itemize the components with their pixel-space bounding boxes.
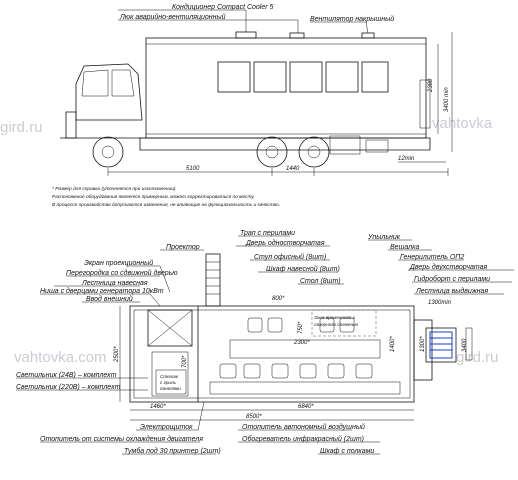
label-tumba: Тумба под 30 принтер (2шт) xyxy=(124,447,221,455)
dim-750: 750* xyxy=(298,321,304,334)
dim-700: 700* xyxy=(182,355,188,368)
zone-label: Зона временного и xyxy=(314,315,356,320)
note-line: * Размер для справки (уточняется при изг… xyxy=(52,186,176,192)
label-conditioner: Кондиционер Compact Cooler 5 xyxy=(172,3,274,11)
label-niche: Ниша с дверцами генератора 10кВт xyxy=(40,287,164,295)
dim-1300: 1300* xyxy=(420,336,426,352)
dim-clearance: 12min xyxy=(398,156,415,162)
chair xyxy=(355,363,373,379)
wheel xyxy=(92,136,124,168)
dim-8500: 8500* xyxy=(246,414,262,420)
chassis-frame xyxy=(139,137,431,151)
hatch-unit xyxy=(289,32,305,39)
dim-6840: 6840* xyxy=(298,404,314,410)
chair xyxy=(339,317,355,333)
window xyxy=(253,61,287,93)
watermark-bottom-right: gird.ru xyxy=(456,349,499,366)
zone-label: лазерного слежения xyxy=(313,322,359,327)
label-door2: Дверь двухстворчатая xyxy=(409,263,488,271)
label-ladder2: Лестница выдвижная xyxy=(415,287,488,295)
label-handrail: Упыльник xyxy=(367,234,401,241)
drawing-notes: * Размер для справки (уточняется при изг… xyxy=(52,186,280,208)
chair xyxy=(319,317,335,333)
window xyxy=(289,61,323,93)
label-chair: Стул офисный (8шт) xyxy=(254,253,326,261)
label-table: Стол (8шт) xyxy=(300,278,341,285)
label-board: Гидроборт с перилами xyxy=(414,275,490,283)
dim-length: 5100 xyxy=(186,166,200,172)
label-heater-air: Отопитель автономный воздушный xyxy=(242,423,365,431)
tracking-zone xyxy=(311,309,377,337)
chair xyxy=(267,317,283,333)
label-cabinet: Шкаф навесной (8шт) xyxy=(266,265,340,273)
dim-overall-height: 3400 min xyxy=(444,87,450,112)
dim-overhang: 1440 xyxy=(286,166,300,172)
fan-unit xyxy=(361,32,375,39)
dim-2500: 2500* xyxy=(114,346,120,363)
label-door: Дверь одностворчатая xyxy=(245,239,325,247)
wheel-group xyxy=(92,136,330,168)
label-ladder: Лестница навесная xyxy=(81,280,148,287)
window xyxy=(361,61,389,93)
watermark-bottom-left: vahtovka.com xyxy=(14,349,107,366)
generator-niche xyxy=(147,309,193,347)
wheel xyxy=(298,136,330,168)
note-line: Расположение оборудования является приме… xyxy=(52,194,255,200)
table xyxy=(229,339,381,359)
label-projector: Проектор xyxy=(166,244,200,251)
label-heater-engine: Отопитель от системы охлаждения двигател… xyxy=(40,435,203,443)
window xyxy=(217,61,251,93)
label-fan: Вентилятор накрышный xyxy=(310,15,394,23)
label-hanger: Вешалка xyxy=(390,244,419,251)
ladder-step xyxy=(205,253,221,307)
hydraulic-lift xyxy=(425,327,457,363)
label-lamp220: Светильник (220В) – комплект xyxy=(16,384,121,391)
label-generator: Генерилитель ОП2 xyxy=(400,254,464,261)
dim-1300min: 1300min xyxy=(428,300,452,306)
truck-cab xyxy=(75,63,143,121)
label-input: Ввод внешний xyxy=(86,295,133,303)
label-partition: Перегородка со сдвижной дверью xyxy=(66,269,178,277)
conditioner-unit xyxy=(235,31,257,39)
chair-row-top xyxy=(247,317,355,333)
label-screen: Экран проекционный xyxy=(84,259,153,267)
chair-row-bottom xyxy=(219,363,373,379)
plan-view: Зона временного и лазерного слежения Сте… xyxy=(16,230,514,455)
rack-box xyxy=(155,369,187,395)
rack-label: с гриль xyxy=(160,380,177,385)
dim-800: 800* xyxy=(272,296,285,302)
dim-1460: 1460* xyxy=(150,404,166,410)
dim-body-height: 2380 xyxy=(428,78,434,93)
watermark-top-left: gird.ru xyxy=(0,119,43,136)
label-step: Трап с перилами xyxy=(240,230,295,237)
chair xyxy=(299,363,317,379)
label-shelf: Шкаф с полками xyxy=(320,448,374,455)
label-lamp24: Светильник (24В) – комплект xyxy=(16,372,117,379)
chair xyxy=(271,363,289,379)
rack-label: панелями xyxy=(160,386,181,391)
extendable-ladder xyxy=(429,331,453,359)
label-hatch: Люк аварийно-вентиляционный xyxy=(119,13,226,21)
chair xyxy=(243,363,261,379)
dim-3400: 3400 xyxy=(462,338,468,352)
side-view: Кондиционер Compact Cooler 5 Люк аварийн… xyxy=(60,3,453,176)
chair xyxy=(247,317,263,333)
wheel xyxy=(256,136,288,168)
watermark-top-right: vahtovka xyxy=(432,115,493,132)
label-electrical: Электрощиток xyxy=(140,424,193,431)
chair xyxy=(219,363,237,379)
note-line: В процессе производства допускаются изме… xyxy=(52,202,280,208)
label-heater-ir: Обогреватель инфракрасный (2шт) xyxy=(242,435,364,443)
rack-label: Стелаж xyxy=(160,374,179,379)
dim-1400: 1400* xyxy=(390,336,396,352)
cabinet-strip xyxy=(209,381,401,395)
window xyxy=(325,61,359,93)
dim-2300: 2300* xyxy=(293,340,310,346)
window-row xyxy=(217,61,389,93)
chair xyxy=(327,363,345,379)
